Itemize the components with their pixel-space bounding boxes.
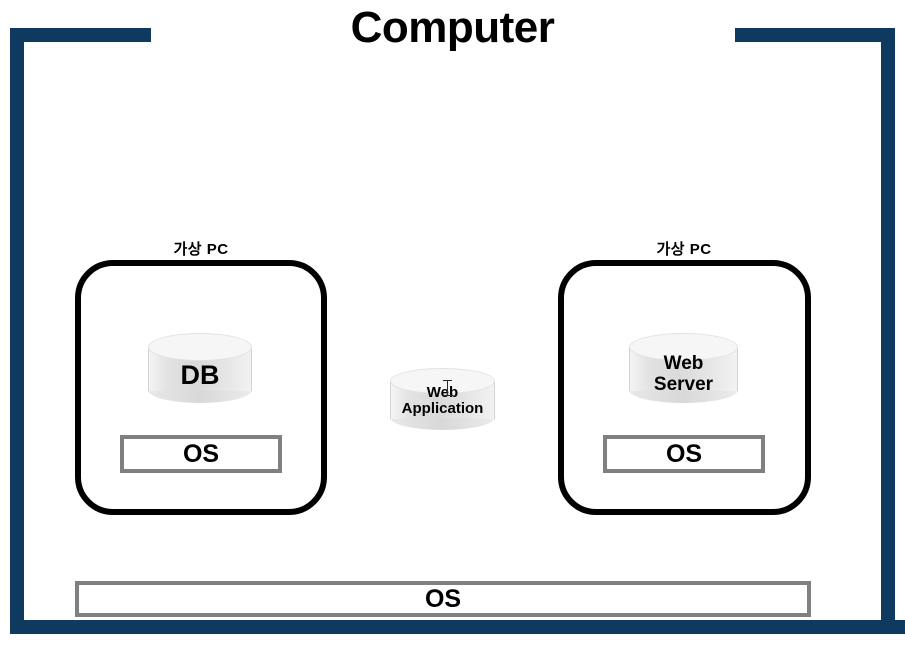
os-box-host: OS — [75, 581, 811, 617]
web-server-cylinder: Web Server — [629, 333, 738, 403]
computer-frame-top-right-segment — [735, 28, 895, 42]
db-cylinder-top — [148, 333, 252, 361]
db-cylinder: DB — [148, 333, 252, 403]
page-title: Computer — [350, 3, 555, 52]
virtual-pc-label-left: 가상 PC — [173, 241, 229, 258]
computer-frame-right-edge — [881, 28, 895, 634]
os-box-virtual-pc-left: OS — [120, 435, 282, 473]
web-server-cylinder-top — [629, 333, 738, 361]
web-server-cylinder-label: Web Server — [653, 353, 714, 395]
computer-frame-top-left-segment — [10, 28, 151, 42]
computer-frame-left-edge — [10, 28, 24, 634]
db-cylinder-label: DB — [180, 360, 220, 390]
web-application-cylinder: Web Application — [390, 368, 495, 431]
os-box-virtual-pc-right: OS — [603, 435, 765, 473]
web-application-cylinder-label: Web Application — [401, 384, 484, 418]
web-application-cylinder-top — [390, 368, 495, 394]
computer-frame-bottom-edge — [10, 620, 905, 634]
virtual-pc-label-right: 가상 PC — [656, 241, 712, 258]
